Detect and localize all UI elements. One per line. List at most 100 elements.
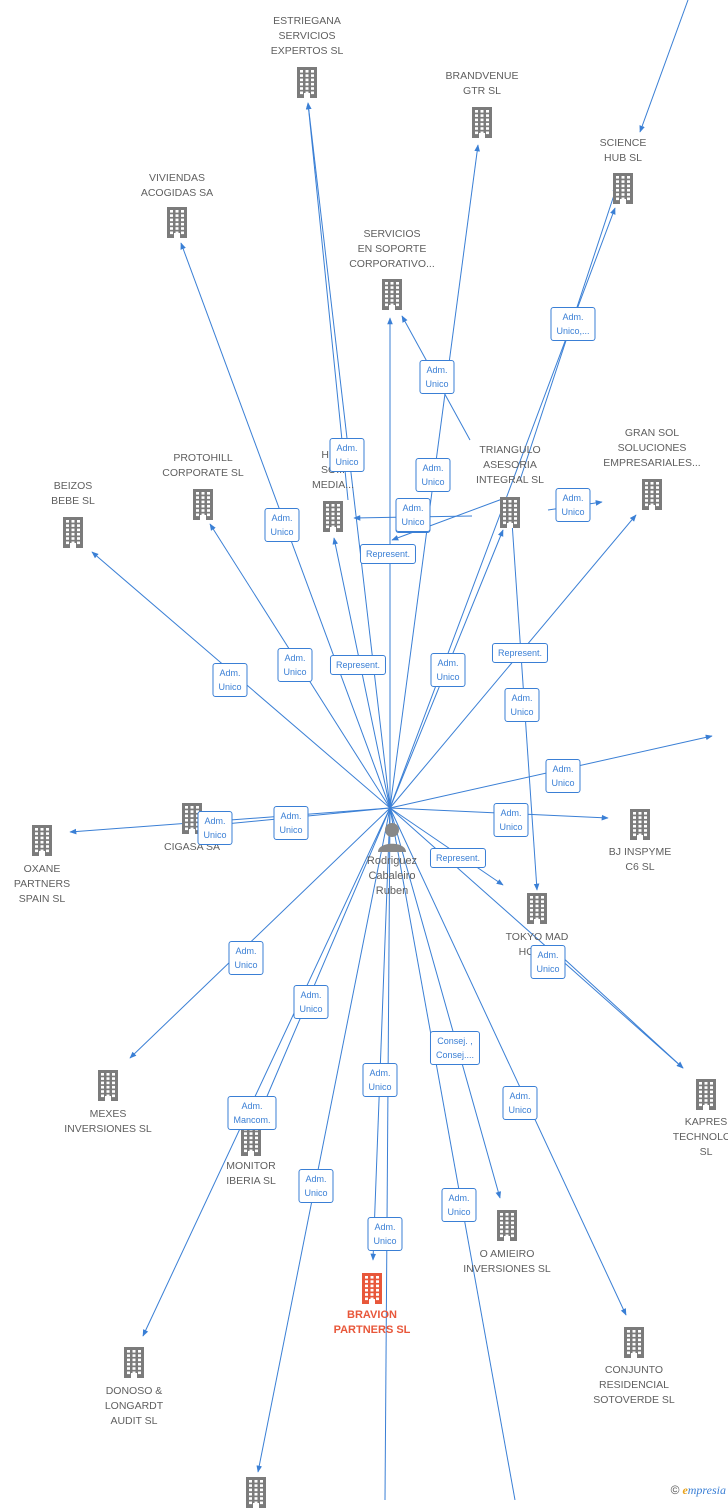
edge-mexes	[129, 807, 391, 1059]
company-label: VIVIENDAS ACOGIDAS SA	[140, 172, 214, 199]
relation-label-monitor[interactable]: Adm. Unico	[293, 985, 329, 1019]
edge-donoso	[142, 807, 391, 1337]
building-icon[interactable]	[143, 488, 263, 520]
edge-oamieiro	[389, 807, 501, 1199]
relation-label-conjunto[interactable]: Adm. Unico	[502, 1086, 538, 1120]
relation-label-brandvenue[interactable]: Adm. Unico	[415, 458, 451, 492]
building-icon[interactable]	[196, 1476, 316, 1508]
company-node-beizos[interactable]: BEIZOS BEBE SL	[13, 479, 133, 509]
company-label: MEXES INVERSIONES SL	[64, 1108, 152, 1135]
building-icon[interactable]	[592, 478, 712, 510]
relation-label-bjinspyme[interactable]: Adm. Unico	[493, 803, 529, 837]
relation-label-gransol[interactable]: Represent.	[491, 643, 549, 663]
building-icon[interactable]	[48, 1069, 168, 1101]
relation-label-triangulo-brandvenue[interactable]: Represent.	[359, 544, 417, 564]
relation-label-triangulo-tokyomad[interactable]: Adm. Unico	[504, 688, 540, 722]
company-node-brandvenue[interactable]: BRANDVENUE GTR SL	[422, 69, 542, 99]
relation-label-donoso[interactable]: Adm. Mancom.	[227, 1096, 277, 1130]
company-label: SCIENCE HUB SL	[599, 137, 647, 164]
building-icon[interactable]	[312, 1272, 432, 1304]
company-node-viviendas[interactable]: VIVIENDAS ACOGIDAS SA	[117, 171, 237, 201]
relation-label-bottom[interactable]: Adm. Unico	[298, 1169, 334, 1203]
edge-offcanvas-sciencehub	[639, 0, 689, 133]
company-node-mexes[interactable]: MEXES INVERSIONES SL	[48, 1107, 168, 1137]
company-label: O AMIEIRO INVERSIONES SL	[463, 1248, 551, 1275]
company-node-gransol[interactable]: GRAN SOL SOLUCIONES EMPRESARIALES...	[592, 426, 712, 471]
company-node-protohill[interactable]: PROTOHILL CORPORATE SL	[143, 451, 263, 481]
relation-label-triangulo-servicios[interactable]: Adm. Unico	[419, 360, 455, 394]
edge-monitor	[261, 807, 391, 1109]
building-icon[interactable]	[74, 1346, 194, 1378]
edge-bottom	[256, 807, 391, 1473]
company-node-oamieiro[interactable]: O AMIEIRO INVERSIONES SL	[447, 1247, 567, 1277]
company-node-monitor[interactable]: MONITOR IBERIA SL	[191, 1159, 311, 1189]
company-node-triangulo[interactable]: TRIANGULO ASESORIA INTEGRAL SL	[450, 443, 570, 488]
building-icon[interactable]	[273, 500, 393, 532]
relation-label-sciencehub[interactable]: Adm. Unico	[430, 653, 466, 687]
relation-label-cigasa[interactable]: Adm. Unico	[273, 806, 309, 840]
person-node[interactable]: Rodriguez Cabaleiro Ruben	[332, 820, 452, 899]
building-icon[interactable]	[450, 496, 570, 528]
relation-label-bottom3[interactable]: Adm. Unico	[441, 1188, 477, 1222]
building-icon[interactable]	[13, 516, 133, 548]
building-icon[interactable]	[574, 1326, 694, 1358]
building-icon[interactable]	[447, 1209, 567, 1241]
relation-label-mar[interactable]: Adm. Unico	[545, 759, 581, 793]
company-node-donoso[interactable]: DONOSO & LONGARDT AUDIT SL	[74, 1384, 194, 1429]
company-label: BJ INSPYME C6 SL	[608, 846, 672, 873]
relation-label-mexes[interactable]: Adm. Unico	[228, 941, 264, 975]
relation-label-protohill[interactable]: Adm. Unico	[277, 648, 313, 682]
relation-label-triangulo-sciencehub[interactable]: Adm. Unico,...	[550, 307, 596, 341]
company-label: CIGASA SA	[163, 841, 221, 853]
company-node-sciencehub[interactable]: SCIENCE HUB SL	[563, 136, 683, 166]
relation-label-tokyomad[interactable]: Represent.	[429, 848, 487, 868]
company-node-bravion[interactable]: BRAVION PARTNERS SL	[312, 1308, 432, 1338]
building-icon[interactable]	[646, 1078, 728, 1110]
building-icon[interactable]	[422, 106, 542, 138]
building-icon[interactable]	[332, 278, 452, 310]
company-label: DONOSO & LONGARDT AUDIT SL	[104, 1385, 164, 1427]
company-node-conjunto[interactable]: CONJUNTO RESIDENCIAL SOTOVERDE SL	[574, 1363, 694, 1408]
brand-logo: © empresia	[670, 1483, 726, 1497]
relation-label-estriegana[interactable]: Adm. Unico	[329, 438, 365, 472]
relation-label-triangulo-gransol[interactable]: Adm. Unico	[555, 488, 591, 522]
company-node-cigasa[interactable]: CIGASA SA	[132, 840, 252, 855]
company-node-estriegana[interactable]: ESTRIEGANA SERVICIOS EXPERTOS SL	[247, 14, 367, 59]
company-node-servicios[interactable]: SERVICIOS EN SOPORTE CORPORATIVO...	[332, 227, 452, 272]
relation-label-oxane[interactable]: Adm. Unico	[197, 811, 233, 845]
relation-label-beizos[interactable]: Adm. Unico	[212, 663, 248, 697]
edge-hesomedia-estriegana	[305, 102, 349, 501]
building-icon[interactable]	[117, 206, 237, 238]
company-node-mar[interactable]: MAI	[680, 670, 728, 700]
edge-bottom3	[389, 807, 516, 1500]
company-label: MAI	[680, 670, 728, 700]
company-label: BEIZOS BEBE SL	[51, 480, 95, 507]
building-icon[interactable]	[247, 66, 367, 98]
relation-label-hesomedia[interactable]: Represent.	[329, 655, 387, 675]
building-icon[interactable]	[132, 802, 252, 834]
edge-conjunto	[389, 807, 627, 1316]
edge-bottom2	[384, 807, 391, 1500]
relation-label-bravion[interactable]: Adm. Unico	[362, 1063, 398, 1097]
company-label: PROTOHILL CORPORATE SL	[162, 452, 244, 479]
company-node-oxane[interactable]: OXANE PARTNERS SPAIN SL	[0, 862, 102, 907]
company-label: GRAN SOL SOLUCIONES EMPRESARIALES...	[603, 427, 701, 469]
company-label: BRAVION PARTNERS SL	[333, 1309, 411, 1336]
relation-label-oamieiro[interactable]: Consej. , Consej....	[429, 1031, 481, 1065]
company-label: MONITOR IBERIA SL	[226, 1160, 276, 1187]
building-icon[interactable]	[477, 892, 597, 924]
building-icon[interactable]	[580, 808, 700, 840]
building-icon[interactable]	[563, 172, 683, 204]
relation-label-bottom2[interactable]: Adm. Unico	[367, 1217, 403, 1251]
edge-bravion	[370, 807, 391, 1261]
relation-label-viviendas[interactable]: Adm. Unico	[264, 508, 300, 542]
relation-label-kapres[interactable]: Adm. Unico	[530, 945, 566, 979]
building-icon[interactable]	[0, 824, 102, 856]
relation-label-triangulo-hesomedia[interactable]: Adm. Unico	[395, 498, 431, 532]
edge-triangulo-brandvenue	[391, 497, 506, 541]
person-icon	[378, 823, 406, 852]
company-node-kapres[interactable]: KAPRES TECHNOLOG SL	[646, 1115, 728, 1160]
company-node-bjinspyme[interactable]: BJ INSPYME C6 SL	[580, 845, 700, 875]
person-name: Rodriguez Cabaleiro Ruben	[366, 855, 418, 897]
company-label: TRIANGULO ASESORIA INTEGRAL SL	[476, 444, 544, 486]
